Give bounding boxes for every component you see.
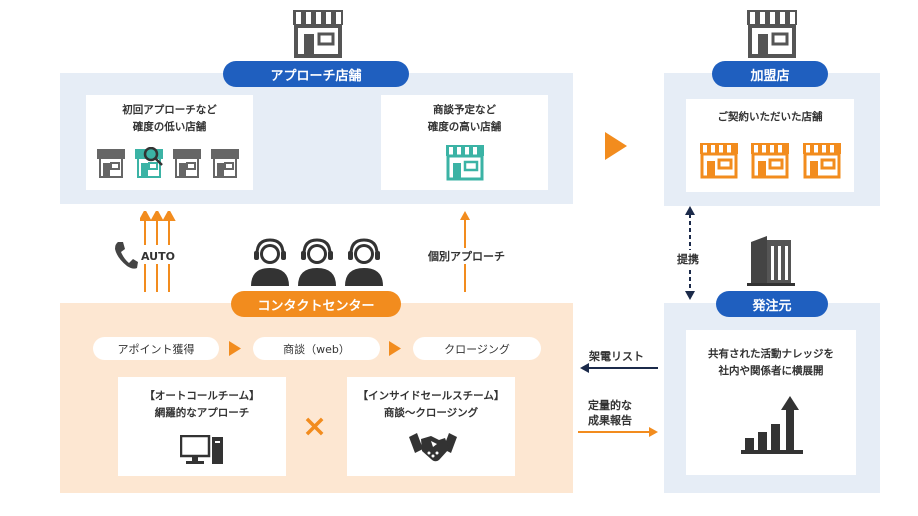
phone-icon bbox=[113, 240, 139, 270]
call-list-label: 架電リスト bbox=[589, 350, 644, 363]
contact-center-title: コンタクトセンター bbox=[231, 291, 401, 317]
building-icon bbox=[745, 236, 797, 286]
step-appointment: アポイント獲得 bbox=[93, 337, 219, 360]
left-arrow-icon bbox=[580, 362, 658, 374]
inside-sales-team-desc: 商談～クロージング bbox=[383, 407, 479, 419]
high-label-line1: 商談予定など bbox=[433, 104, 496, 116]
growth-chart-icon bbox=[741, 394, 805, 456]
low-label-line1: 初回アプローチなど bbox=[122, 104, 217, 116]
client-card: 共有された活動ナレッジを 社内や関係者に横展開 bbox=[686, 330, 856, 475]
shop-icon bbox=[444, 143, 486, 181]
autocall-team-title: 【オートコールチーム】 bbox=[144, 390, 260, 402]
autocall-team-card: 【オートコールチーム】 網羅的なアプローチ bbox=[118, 377, 286, 476]
client-title: 発注元 bbox=[716, 291, 828, 317]
report-label-line2: 成果報告 bbox=[588, 414, 632, 427]
member-card: ご契約いただいた店舗 bbox=[686, 99, 854, 192]
low-label-line2: 確度の低い店舗 bbox=[132, 121, 207, 133]
client-card-line1: 共有された活動ナレッジを bbox=[708, 348, 834, 360]
approach-title: アプローチ店舗 bbox=[223, 61, 409, 87]
low-probability-card: 初回アプローチなど 確度の低い店舗 bbox=[86, 95, 253, 190]
report-label-line1: 定量的な bbox=[588, 399, 632, 412]
step-meeting: 商談（web） bbox=[253, 337, 380, 360]
play-arrow-icon bbox=[229, 341, 241, 356]
operator-icon bbox=[298, 238, 336, 286]
up-arrows-icon bbox=[140, 211, 176, 293]
inside-sales-team-title: 【インサイドセールスチーム】 bbox=[357, 390, 505, 402]
computer-icon bbox=[180, 435, 224, 465]
autocall-team-desc: 網羅的なアプローチ bbox=[154, 407, 250, 419]
shop-icon bbox=[291, 8, 345, 58]
magnifier-icon bbox=[143, 147, 163, 166]
member-title: 加盟店 bbox=[712, 61, 828, 87]
high-probability-card: 商談予定など 確度の高い店舗 bbox=[381, 95, 548, 190]
shop-icon bbox=[211, 149, 239, 178]
times-sign: × bbox=[302, 409, 328, 444]
shop-icon bbox=[745, 8, 799, 58]
client-card-line2: 社内や関係者に横展開 bbox=[718, 365, 824, 377]
step-closing: クロージング bbox=[413, 337, 541, 360]
report-label: 定量的な 成果報告 bbox=[588, 398, 632, 428]
operators-icon bbox=[248, 238, 388, 286]
shop-icon bbox=[97, 149, 125, 178]
auto-label: AUTO bbox=[141, 250, 175, 263]
play-arrow-icon bbox=[605, 132, 627, 160]
operator-icon bbox=[251, 238, 289, 286]
individual-approach-label: 個別アプローチ bbox=[426, 248, 507, 264]
play-arrow-icon bbox=[389, 341, 401, 356]
operator-icon bbox=[345, 238, 383, 286]
shop-icon bbox=[135, 149, 163, 178]
member-card-label: ご契約いただいた店舗 bbox=[717, 111, 823, 123]
store-icons-row bbox=[96, 147, 246, 181]
shop-icon bbox=[173, 149, 201, 178]
right-arrow-icon bbox=[578, 426, 658, 438]
partner-label: 提携 bbox=[677, 250, 699, 268]
high-label-line2: 確度の高い店舗 bbox=[427, 121, 502, 133]
handshake-icon bbox=[409, 431, 457, 465]
store-icons-row bbox=[700, 141, 842, 179]
inside-sales-team-card: 【インサイドセールスチーム】 商談～クロージング bbox=[347, 377, 515, 476]
